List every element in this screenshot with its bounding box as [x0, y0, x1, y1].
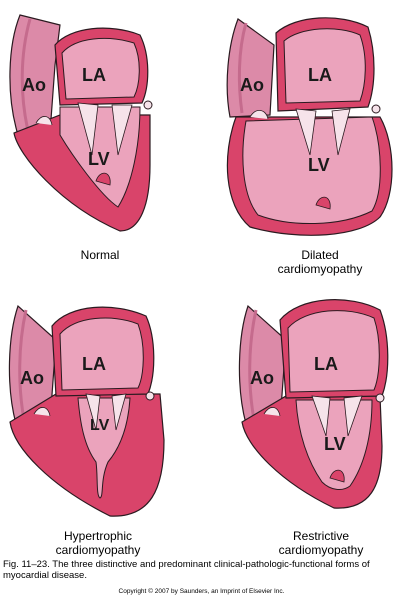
label-ao: Ao: [20, 368, 44, 388]
label-ao: Ao: [250, 368, 274, 388]
heart-restrictive-illustration: Ao LA LV: [238, 299, 389, 509]
left-ventricle-chamber: [242, 116, 381, 225]
caption-dilated: Dilated cardiomyopathy: [255, 248, 385, 276]
copyright-notice: Copyright © 2007 by Saunders, an Imprint…: [118, 588, 285, 595]
coronary-vessel: [143, 100, 153, 110]
aorta-shape: [226, 18, 275, 118]
caption-restrictive: Restrictive cardiomyopathy: [256, 529, 386, 557]
label-lv: LV: [308, 155, 330, 175]
label-lv: LV: [90, 417, 110, 434]
mitral-valve: [311, 395, 363, 437]
panel-normal: Ao LA LV Normal: [0, 0, 200, 280]
label-la: LA: [82, 354, 106, 374]
caption-normal: Normal: [35, 248, 165, 262]
label-la: LA: [82, 65, 106, 85]
caption-line2: cardiomyopathy: [55, 543, 141, 557]
mitral-valve: [77, 102, 133, 156]
mitral-valve: [85, 393, 127, 431]
caption-line1: Dilated: [301, 248, 339, 262]
left-atrium-chamber: [283, 28, 366, 104]
caption-hypertrophic: Hypertrophic cardiomyopathy: [33, 529, 163, 557]
coronary-vessel: [371, 104, 381, 114]
left-atrium-chamber: [287, 310, 380, 393]
label-lv: LV: [324, 434, 346, 454]
label-la: LA: [308, 65, 332, 85]
label-ao: Ao: [22, 75, 46, 95]
mitral-valve: [295, 108, 351, 156]
caption-line2: cardiomyopathy: [278, 543, 364, 557]
panel-dilated: Ao LA LV Dilated cardiomyopathy: [200, 0, 403, 285]
panel-hypertrophic: Ao LA LV Hypertrophic cardiomyopathy: [0, 290, 200, 560]
heart-hypertrophic-illustration: Ao LA LV: [8, 304, 165, 517]
label-la: LA: [314, 354, 338, 374]
panel-restrictive: Ao LA LV Restrictive cardiomyopathy: [200, 290, 403, 560]
label-ao: Ao: [240, 75, 264, 95]
coronary-vessel: [145, 391, 155, 401]
caption-line1: Hypertrophic: [63, 529, 133, 543]
figure-caption: Fig. 11–23. The three distinctive and pr…: [3, 559, 370, 581]
left-atrium-chamber: [59, 317, 144, 391]
left-atrium-chamber: [61, 37, 140, 100]
heart-dilated-illustration: Ao LA LV: [226, 17, 393, 236]
label-lv: LV: [88, 149, 110, 169]
coronary-vessel: [375, 393, 385, 403]
caption-line2: cardiomyopathy: [277, 262, 363, 276]
caption-line1: Restrictive: [292, 529, 349, 543]
caption-line1: Normal: [80, 248, 120, 262]
heart-normal-illustration: Ao LA LV: [9, 14, 153, 232]
